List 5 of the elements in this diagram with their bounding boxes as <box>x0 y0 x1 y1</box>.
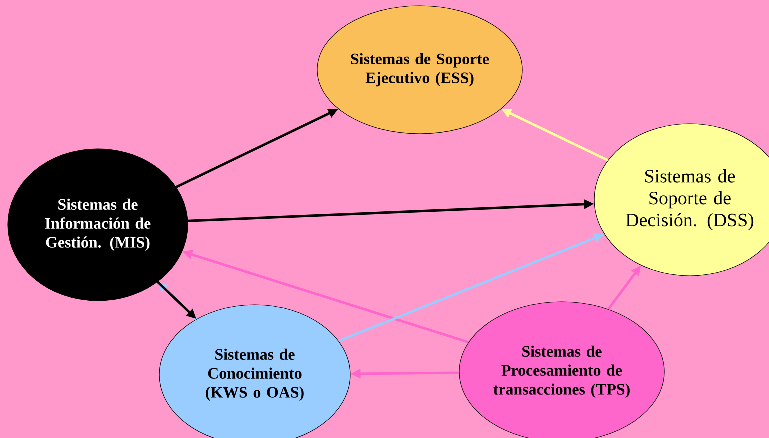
ellipse-node: Sistemas de Procesamiento de transacciones (TPS) <box>459 302 665 438</box>
ellipse-node: Sistemas de Soporte Ejecutivo (ESS) <box>317 6 523 134</box>
ellipse-node: Sistemas de Soporte de Decisión. (DSS) <box>594 124 769 276</box>
ellipse-node: Sistemas de Información de Gestión. (MIS) <box>8 148 188 302</box>
ellipse-node: Sistemas de Conocimiento (KWS o OAS) <box>159 304 351 438</box>
